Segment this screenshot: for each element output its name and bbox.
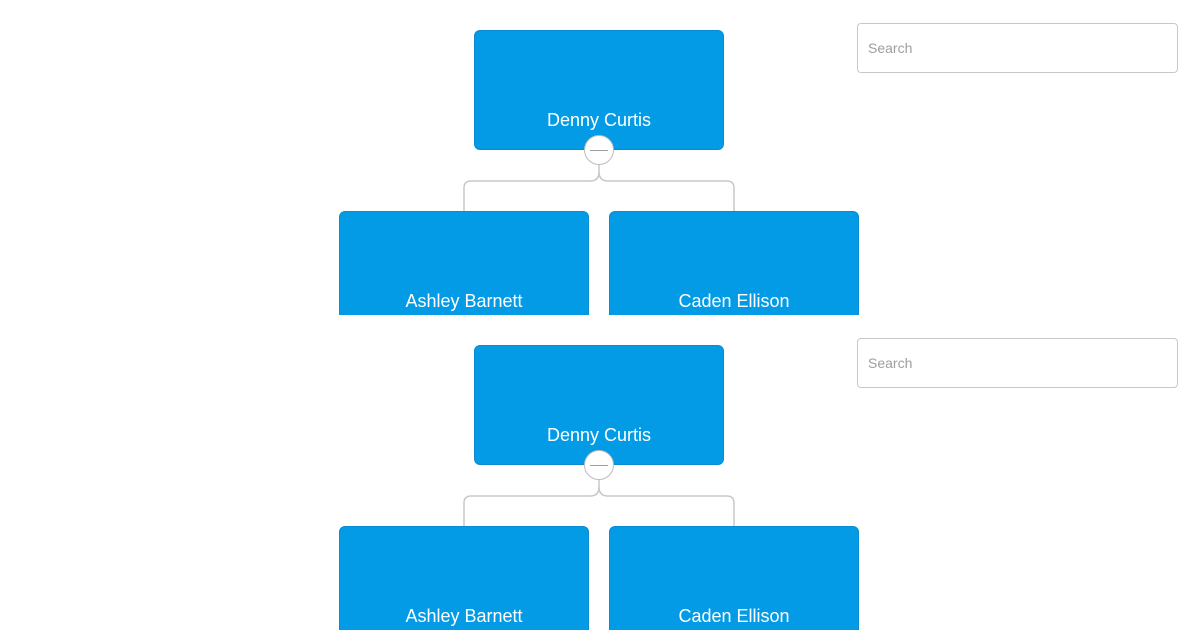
node-name: Ashley Barnett: [405, 606, 523, 626]
org-node-child[interactable]: Caden Ellison: [609, 211, 859, 315]
node-name: Caden Ellison: [678, 606, 790, 626]
minus-icon: [590, 150, 608, 151]
org-node-child[interactable]: Ashley Barnett: [339, 211, 589, 315]
collapse-toggle-button[interactable]: [584, 135, 614, 165]
node-name: Caden Ellison: [678, 291, 790, 311]
minus-icon: [590, 465, 608, 466]
search-input[interactable]: [857, 338, 1178, 388]
org-node-child[interactable]: Caden Ellison: [609, 526, 859, 630]
collapse-toggle-button[interactable]: [584, 450, 614, 480]
node-name: Ashley Barnett: [405, 291, 523, 311]
org-chart-panel-bottom: Denny Curtis Ashley Barnett Caden Elliso…: [0, 315, 1200, 630]
org-node-root[interactable]: Denny Curtis: [474, 30, 724, 150]
org-chart-panel-top: Denny Curtis Ashley Barnett Caden Elliso…: [339, 23, 1178, 315]
org-node-root[interactable]: Denny Curtis: [474, 345, 724, 465]
node-name: Denny Curtis: [546, 425, 652, 445]
node-name: Denny Curtis: [546, 110, 652, 130]
search-input[interactable]: [857, 23, 1178, 73]
org-node-child[interactable]: Ashley Barnett: [339, 526, 589, 630]
